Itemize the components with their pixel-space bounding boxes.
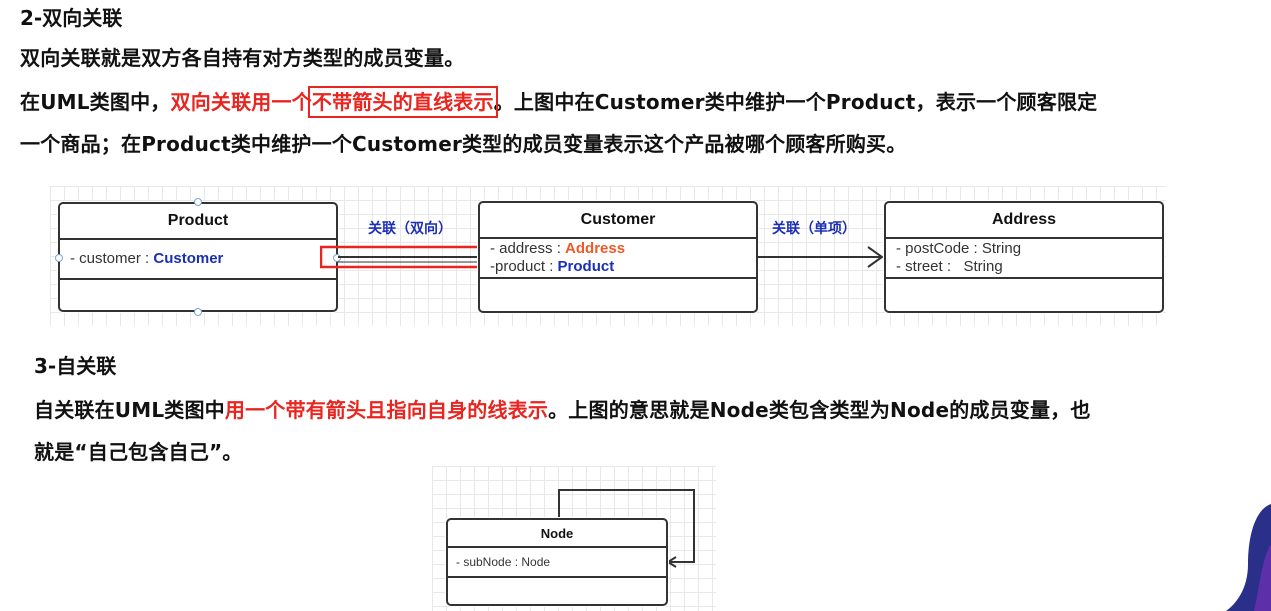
unidirectional-association-arrow[interactable]	[758, 242, 888, 272]
selection-handle-left[interactable]	[55, 254, 63, 262]
address-class[interactable]: Address - postCode : String - street : S…	[884, 201, 1164, 313]
section-3-heading: 3-自关联	[34, 354, 117, 378]
customer-attr-product-type: Product	[557, 258, 615, 275]
product-class[interactable]: Product - customer : Customer	[58, 202, 338, 312]
customer-attr-address-type: Address	[565, 240, 626, 257]
customer-attr-address: - address : Address	[490, 240, 626, 257]
diagram-association-canvas: Product - customer : Customer 关联（双向） Cus…	[50, 186, 1166, 326]
node-class[interactable]: Node - subNode : Node	[446, 518, 668, 606]
customer-class-title: Customer	[480, 203, 756, 239]
product-attr-type: Customer	[153, 250, 224, 267]
section-2-heading: 2-双向关联	[20, 6, 123, 30]
line-2-suffix: 。上图中在Customer类中维护一个Product，表示一个顾客限定	[493, 90, 1098, 114]
customer-attr-product: -product : Product	[490, 258, 615, 275]
line-2-red-text: 双向关联用一个	[170, 90, 312, 114]
section-3-line-1-suffix: 。上图的意思就是Node类包含类型为Node的成员变量，也	[548, 398, 1091, 422]
selection-handle-top[interactable]	[194, 198, 202, 206]
label-bidirectional: 关联（双向）	[368, 220, 452, 236]
customer-class-attributes: - address : Address -product : Product	[480, 239, 756, 279]
product-class-attributes: - customer : Customer	[60, 240, 336, 280]
product-attr-name: - customer :	[70, 250, 154, 267]
section-3-line-1-red-text: 用一个带有箭头且指向自身的线表示	[224, 398, 549, 422]
diagram-self-association-canvas: Node - subNode : Node	[432, 466, 716, 611]
address-class-attributes: - postCode : String - street : String	[886, 239, 1162, 279]
address-class-title: Address	[886, 203, 1162, 239]
section-2-line-3: 一个商品；在Product类中维护一个Customer类型的成员变量表示这个产品…	[20, 132, 907, 156]
decorative-corner-shape	[1226, 504, 1271, 611]
node-class-attributes: - subNode : Node	[448, 548, 666, 578]
node-class-title: Node	[448, 520, 666, 548]
selection-handle-bottom[interactable]	[194, 308, 202, 316]
address-attr-street: - street : String	[896, 258, 1003, 275]
section-2-line-2: 在UML类图中，双向关联用一个不带箭头的直线表示。上图中在Customer类中维…	[20, 86, 1098, 118]
line-2-prefix: 在UML类图中，	[20, 90, 171, 114]
address-attr-postcode: - postCode : String	[896, 240, 1022, 257]
label-unidirectional: 关联（单项）	[772, 220, 856, 236]
section-3-line-1: 自关联在UML类图中用一个带有箭头且指向自身的线表示。上图的意思就是Node类包…	[34, 396, 1091, 424]
customer-class[interactable]: Customer - address : Address -product : …	[478, 201, 758, 313]
bidirectional-association-line[interactable]	[320, 242, 490, 272]
self-association-line[interactable]	[432, 466, 716, 611]
line-2-boxed-text: 不带箭头的直线表示	[307, 86, 498, 118]
section-3-line-2: 就是“自己包含自己”。	[34, 440, 243, 464]
section-2-line-1: 双向关联就是双方各自持有对方类型的成员变量。	[20, 46, 465, 70]
section-3-line-1-prefix: 自关联在UML类图中	[34, 398, 225, 422]
product-class-title: Product	[60, 204, 336, 240]
